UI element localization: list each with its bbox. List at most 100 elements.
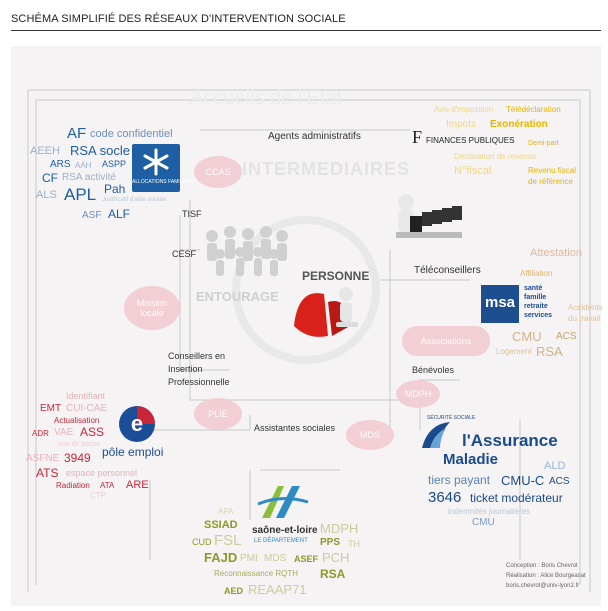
departement-term: REAAP71 — [248, 582, 307, 597]
finances-term: Impots — [446, 119, 477, 130]
page-title: SCHÉMA SIMPLIFIÉ DES RÉSEAUX D'INTERVENT… — [11, 13, 346, 25]
finances-term: Demi-part — [528, 140, 559, 147]
caf-term: ASF — [82, 210, 102, 221]
caf-term: AAH — [75, 161, 92, 170]
assurance-term: 3646 — [428, 489, 462, 506]
pole-emploi-term: ASFNE — [26, 453, 60, 464]
caf-term: code confidentiel — [90, 128, 173, 140]
pole-emploi-term: Identifiant — [66, 391, 106, 401]
pole-emploi-logo: e — [118, 405, 156, 443]
center-person-icon — [294, 287, 358, 337]
msa-term: RSA — [536, 344, 563, 359]
pole-emploi-term: mot de passe — [58, 441, 101, 448]
pole-emploi-term: ASS — [80, 425, 105, 439]
finances-f-icon: F — [412, 127, 423, 147]
entourage-label: ENTOURAGE — [196, 289, 279, 304]
personne-label: PERSONNE — [302, 269, 370, 283]
pole-emploi-term: Radiation — [56, 481, 90, 490]
blob-mission-locale: Mission locale — [124, 286, 180, 330]
caf-term: ALS — [36, 189, 57, 201]
intermediaires-label: INTERMEDIAIRES — [242, 159, 411, 179]
pole-emploi-term: 3949 — [64, 451, 91, 465]
pole-emploi-term: VAE — [54, 427, 74, 438]
departement-logo-sub: LE DÉPARTEMENT — [254, 538, 308, 544]
pole-emploi-logo-text: pôle emploi — [102, 445, 164, 459]
caf-term: ALF — [108, 207, 131, 221]
departement-logo-name: saône-et-loire — [252, 525, 318, 536]
cesf-label: CESF — [172, 249, 197, 259]
msa-term: Logement — [496, 347, 532, 356]
departement-term: ASEF — [294, 554, 319, 564]
faded-heading: Accueils de l'Etat — [190, 87, 342, 109]
pole-emploi-term: ATA — [100, 481, 115, 490]
pole-emploi-term: Actualisation — [54, 416, 100, 425]
entourage-people-icon — [206, 226, 288, 276]
msa-logo: msa — [481, 285, 519, 323]
finances-term: Télédéclaration — [506, 105, 561, 114]
title-divider — [11, 30, 601, 31]
assurance-maladie-logo — [418, 418, 454, 452]
msa-term: CMU — [512, 329, 542, 344]
departement-term: FSL — [214, 532, 242, 549]
pole-emploi-term: CUI-CAE — [66, 403, 108, 414]
pole-emploi-term: ARE — [126, 479, 149, 491]
blob-mds: MDS — [346, 420, 394, 450]
departement-term: AED — [224, 586, 244, 596]
credits: Conception : Boris Chevrot Réalisation :… — [506, 563, 586, 589]
conseillers-insertion-label: Conseillers en Insertion Professionnelle — [168, 351, 230, 387]
assurance-term: ALD — [544, 460, 566, 472]
pole-emploi-e-icon: e — [119, 406, 155, 442]
departement-term: CUD — [192, 537, 212, 547]
msa-term: Affiliation — [520, 269, 553, 278]
assurance-term: CMU-C — [501, 473, 545, 488]
assurance-term: CMU — [472, 517, 495, 528]
caf-term: AEEH — [30, 145, 60, 157]
departement-term: FAJD — [204, 550, 238, 565]
pole-emploi-term: EMT — [40, 403, 62, 414]
svg-text:e: e — [131, 411, 143, 436]
caf-term: RSA socle — [70, 143, 130, 158]
pole-emploi-term: espace personnel — [66, 468, 138, 478]
departement-term: PPS — [320, 537, 341, 548]
finances-term: Exonération — [490, 119, 548, 130]
pole-emploi-term: CTP — [90, 491, 106, 500]
departement-term: TH — [348, 539, 360, 549]
caf-logo: ALLOCATIONS FAMILIALES — [132, 144, 197, 192]
caf-term: ARS — [50, 159, 71, 170]
departement-logo-icon — [257, 486, 309, 518]
blob-ccas: CCAS — [194, 156, 242, 188]
caf-term: ASPP — [102, 159, 127, 169]
msa-term: Attestation — [530, 247, 582, 259]
departement-term: RSA — [320, 567, 346, 581]
benevoles-label: Bénévoles — [412, 365, 455, 375]
departement-term: PCH — [322, 550, 350, 565]
blob-plie: PLIE — [194, 398, 242, 430]
departement-term: SSIAD — [204, 519, 238, 531]
finances-term: Avis d'imposition — [434, 105, 494, 114]
msa-term: ACS — [556, 331, 577, 342]
assurance-term: ticket modérateur — [470, 491, 563, 505]
caf-term: RSA activité — [62, 172, 116, 183]
caf-term: Justificatif d'aide sociale — [102, 197, 167, 203]
caf-snowflake-icon — [143, 148, 169, 176]
assurance-maladie-icon — [422, 422, 450, 448]
caf-term: CF — [42, 171, 58, 185]
finances-term: Déclaration de revenus — [454, 152, 537, 161]
assurance-term: ACS — [549, 476, 570, 487]
assistantes-sociales-label: Assistantes sociales — [254, 423, 336, 433]
assurance-term: indemnités journalières — [448, 507, 531, 516]
teleconseillers-icon — [396, 194, 462, 238]
departement-logo — [256, 482, 310, 524]
blob-associations: Associations — [402, 326, 490, 356]
assurance-logo-line2: Maladie — [443, 451, 499, 468]
pole-emploi-term: ATS — [36, 466, 59, 480]
caf-term: AF — [67, 125, 87, 142]
assurance-small-text: SÉCURITÉ SOCIALE — [427, 415, 476, 421]
agents-administratifs-label: Agents administratifs — [268, 131, 361, 142]
finances-term: N°fiscal — [454, 165, 492, 177]
teleconseillers-label: Téléconseillers — [414, 265, 481, 276]
